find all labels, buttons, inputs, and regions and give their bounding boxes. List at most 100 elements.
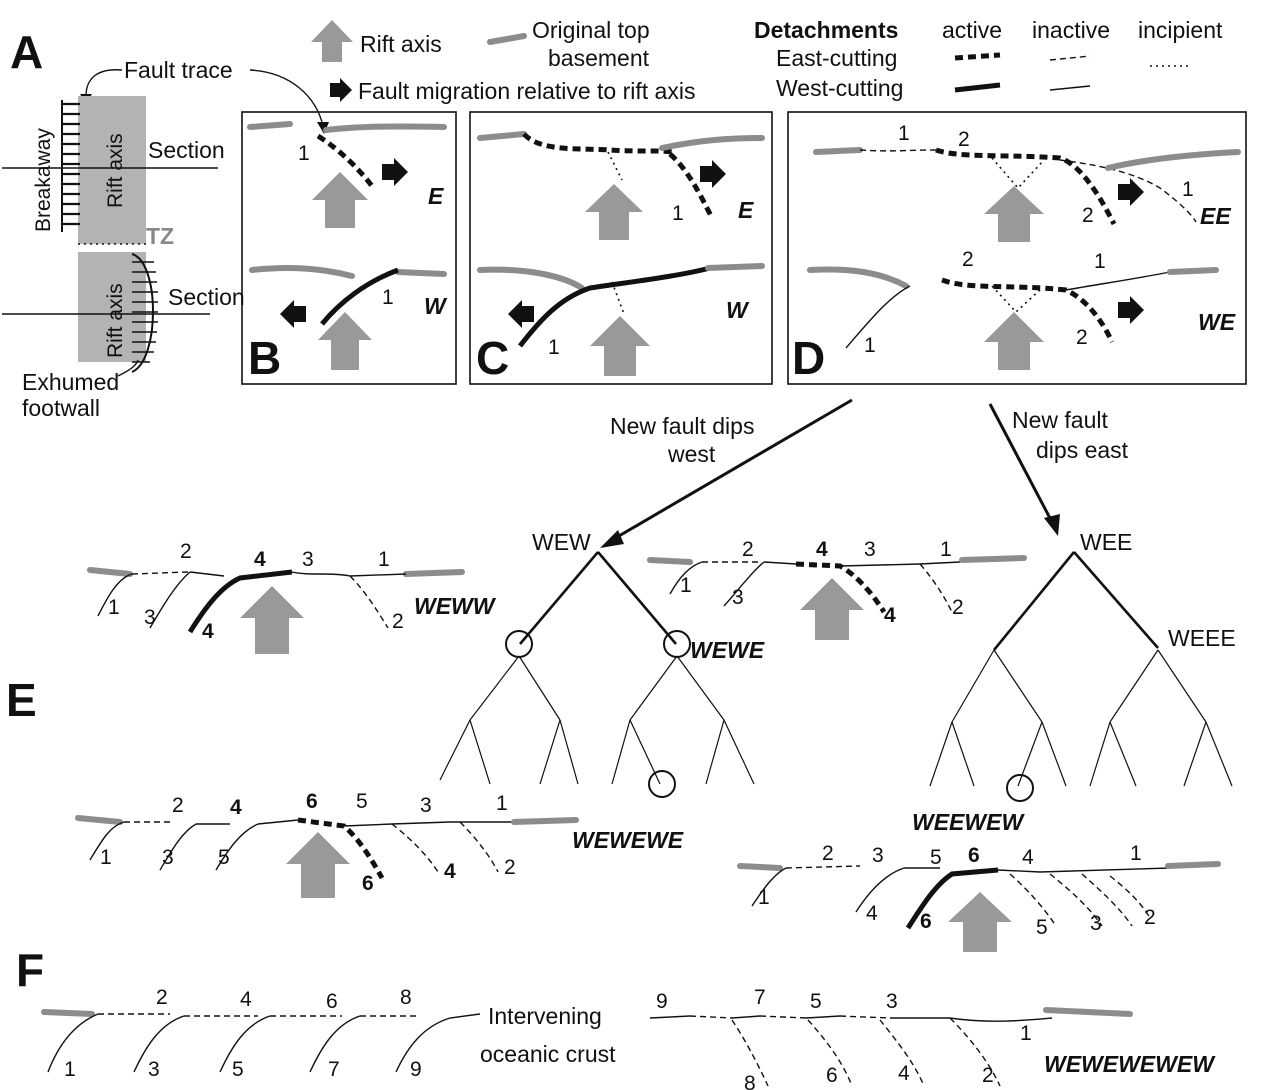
breakaway-scarp xyxy=(61,100,80,232)
intervening-label-1: Intervening xyxy=(488,1003,602,1029)
svg-text:7: 7 xyxy=(328,1058,340,1081)
panel-e: E 1 3 2 4 3 1 4 2 WEWW xyxy=(6,538,1221,952)
legend: Rift axis Original top basement Fault mi… xyxy=(311,17,1223,104)
svg-text:1: 1 xyxy=(758,886,770,909)
b-top-basement-left xyxy=(247,121,293,130)
d-top-num-2: 2 xyxy=(958,128,970,151)
svg-text:7: 7 xyxy=(754,986,766,1009)
svg-text:4: 4 xyxy=(230,796,242,819)
svg-text:3: 3 xyxy=(420,794,432,817)
svg-text:2: 2 xyxy=(392,610,404,633)
c-bottom-fault xyxy=(518,265,711,348)
d-top-rift-arrow xyxy=(984,186,1044,242)
new-fault-east-line2: dips east xyxy=(1036,437,1129,463)
svg-text:5: 5 xyxy=(930,846,942,869)
svg-text:4: 4 xyxy=(816,538,828,561)
d-bottom-inactive-east xyxy=(1065,271,1171,291)
c-bottom-migration-arrow xyxy=(508,300,534,328)
legend-incipient-label: incipient xyxy=(1138,17,1223,43)
fault-trace-leader-left xyxy=(85,69,123,97)
svg-text:3: 3 xyxy=(732,586,744,609)
legend-rift-axis-label: Rift axis xyxy=(360,31,442,57)
d-top-code: EE xyxy=(1200,203,1231,229)
svg-text:6: 6 xyxy=(920,910,932,933)
c-top-incipient xyxy=(607,151,623,181)
panel-f-code: WEWEWEWEW xyxy=(1044,1051,1216,1077)
b-top-rift-arrow xyxy=(312,172,368,228)
d-top-active-2 xyxy=(935,147,1117,226)
svg-text:1: 1 xyxy=(64,1058,76,1081)
section-wewe: 1 3 2 4 3 1 4 2 xyxy=(647,538,1027,640)
panel-f-label: F xyxy=(16,944,44,996)
c-top-fault xyxy=(668,152,715,220)
rift-axis-top-block xyxy=(78,96,146,244)
svg-text:5: 5 xyxy=(356,790,368,813)
svg-text:2: 2 xyxy=(180,540,192,563)
section-wewewe: 1 3 5 2 4 6 5 3 1 6 4 2 WEWEWE xyxy=(75,790,684,898)
tree-node-circle-ww xyxy=(505,630,533,658)
svg-text:4: 4 xyxy=(202,620,214,643)
panel-b: 1 E 1 W B xyxy=(241,111,457,385)
svg-text:4: 4 xyxy=(254,548,266,571)
tree-wew-label: WEW xyxy=(532,529,591,555)
tree-weee-label: WEEE xyxy=(1168,625,1236,651)
d-top-inactive-fault xyxy=(1059,159,1197,223)
legend-active-label: active xyxy=(942,17,1002,43)
tree-wee-label: WEE xyxy=(1080,529,1132,555)
fault-trace-arrowhead-b xyxy=(317,122,329,134)
panel-a-label: A xyxy=(10,26,43,78)
d-bottom-num-2: 1 xyxy=(1094,250,1106,273)
exhumed-label: Exhumed xyxy=(22,369,119,395)
rift-axis-bottom-label: Rift axis xyxy=(104,283,127,358)
svg-text:5: 5 xyxy=(232,1058,244,1081)
exhumed-footwall-scarp xyxy=(131,253,158,373)
weewew-code: WEEWEW xyxy=(912,809,1025,835)
svg-text:5: 5 xyxy=(218,846,230,869)
svg-text:5: 5 xyxy=(1036,916,1048,939)
legend-inactive-label: inactive xyxy=(1032,17,1110,43)
c-top-code: E xyxy=(738,197,754,223)
rift-axis-top-label: Rift axis xyxy=(104,133,127,208)
fault-trace-label: Fault trace xyxy=(124,57,233,83)
d-top-incipient xyxy=(991,157,1045,190)
wewewe-code: WEWEWE xyxy=(572,827,684,853)
svg-text:6: 6 xyxy=(968,844,980,867)
b-bottom-basement-left xyxy=(249,265,355,279)
c-top-basement-left xyxy=(477,131,527,141)
svg-text:1: 1 xyxy=(108,596,120,619)
svg-text:3: 3 xyxy=(144,606,156,629)
c-bottom-number: 1 xyxy=(548,336,560,359)
svg-text:4: 4 xyxy=(866,902,878,925)
svg-text:4: 4 xyxy=(240,988,252,1011)
svg-text:6: 6 xyxy=(306,790,318,813)
panel-d-frame xyxy=(787,111,1247,385)
svg-text:3: 3 xyxy=(162,846,174,869)
d-top-migration-arrow xyxy=(1118,178,1144,206)
east-arrowhead xyxy=(1044,514,1060,536)
svg-text:2: 2 xyxy=(172,794,184,817)
d-bottom-basement-left xyxy=(807,266,909,289)
svg-text:3: 3 xyxy=(302,548,314,571)
b-top-code: E xyxy=(428,183,444,209)
legend-migration-arrow xyxy=(330,78,352,102)
c-top-basement-right xyxy=(659,135,765,151)
c-bottom-basement-left xyxy=(477,266,585,291)
svg-text:2: 2 xyxy=(952,596,964,619)
legend-east-inactive xyxy=(1049,55,1091,61)
svg-text:1: 1 xyxy=(1020,1022,1032,1045)
new-fault-west-line1: New fault dips xyxy=(610,413,754,439)
d-bottom-active xyxy=(941,277,1115,344)
tree-node-circle-we xyxy=(663,630,691,658)
d-top-num-1: 1 xyxy=(898,122,910,145)
svg-text:4: 4 xyxy=(898,1062,910,1085)
b-top-number: 1 xyxy=(298,142,310,165)
panel-c-frame xyxy=(469,111,773,385)
intervening-label-2: oceanic crust xyxy=(480,1041,616,1067)
svg-text:1: 1 xyxy=(940,538,952,561)
svg-text:2: 2 xyxy=(156,986,168,1009)
d-top-num-3: 2 xyxy=(1082,204,1094,227)
svg-text:9: 9 xyxy=(656,990,668,1013)
svg-text:4: 4 xyxy=(884,604,896,627)
panel-d: 1 2 2 1 EE 2 1 2 1 WE D xyxy=(787,111,1247,385)
